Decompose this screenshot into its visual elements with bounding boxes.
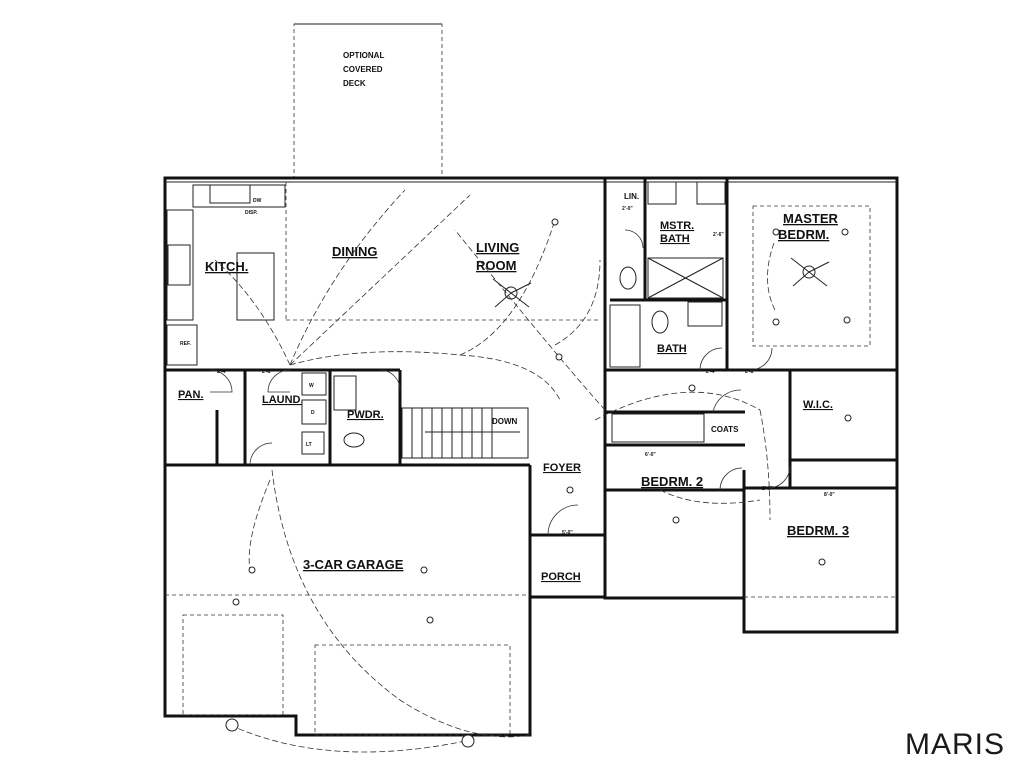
master-vanity-1 bbox=[647, 181, 677, 205]
dim-5: 6'-0" bbox=[645, 452, 656, 458]
coats-label: COATS bbox=[711, 425, 739, 434]
electrical-symbols bbox=[225, 218, 852, 748]
master-bath-label-1: MSTR. bbox=[660, 220, 694, 232]
exterior-walls bbox=[163, 176, 899, 737]
laundry-tub-label: LT bbox=[306, 442, 312, 448]
dryer bbox=[301, 399, 327, 425]
powder-vanity bbox=[333, 375, 357, 411]
dim-2: 2'-8" bbox=[262, 369, 273, 375]
dim-6: 2'-4" bbox=[706, 369, 717, 375]
refrigerator bbox=[166, 324, 198, 366]
bath-vanity bbox=[687, 301, 723, 327]
living-label-2: ROOM bbox=[476, 258, 516, 273]
dim-3: 2'-0" bbox=[622, 206, 633, 212]
foyer-label: FOYER bbox=[543, 462, 581, 474]
bathtub bbox=[609, 304, 641, 368]
deck-label-2: COVERED bbox=[343, 65, 383, 74]
electrical-wiring bbox=[214, 189, 776, 753]
bedroom2-label: BEDRM. 2 bbox=[641, 474, 703, 489]
dim-7: 2'-8" bbox=[745, 369, 756, 375]
bedroom3-label: BEDRM. 3 bbox=[787, 523, 849, 538]
dim-8: 2'-0" bbox=[762, 486, 773, 492]
bath-fixtures bbox=[333, 181, 726, 448]
master-bedroom-label-1: MASTER bbox=[783, 211, 839, 226]
stairs: DOWN bbox=[401, 407, 529, 459]
master-bedroom-label-2: BEDRM. bbox=[778, 227, 829, 242]
optional-deck: OPTIONAL COVERED DECK bbox=[293, 23, 443, 179]
master-vanity-2 bbox=[696, 181, 726, 205]
door-swings bbox=[209, 229, 791, 536]
master-bath-label-2: BATH bbox=[660, 233, 690, 245]
hall-bench bbox=[611, 413, 705, 443]
laundry-label: LAUND. bbox=[262, 394, 304, 406]
garage-label: 3-CAR GARAGE bbox=[303, 557, 404, 572]
laundry-fixtures: W D LT bbox=[301, 372, 327, 455]
dim-1: 2'-4" bbox=[217, 369, 228, 375]
bath-label: BATH bbox=[657, 343, 687, 355]
ceiling-fans bbox=[492, 257, 830, 308]
ceiling-outlines bbox=[165, 182, 897, 736]
maris-watermark: MARIS bbox=[904, 728, 1005, 761]
laundry-tub bbox=[301, 431, 325, 455]
dishwasher-label: DW bbox=[253, 198, 262, 204]
kitchen-label: KITCH. bbox=[205, 259, 248, 274]
stair-direction-label: DOWN bbox=[492, 417, 518, 426]
disposal-label: DISP. bbox=[245, 210, 258, 216]
linen-label: LIN. bbox=[624, 192, 639, 201]
kitchen-sink bbox=[209, 184, 251, 204]
deck-label-3: DECK bbox=[343, 79, 366, 88]
cooktop bbox=[167, 244, 191, 286]
living-label-1: LIVING bbox=[476, 240, 519, 255]
washer bbox=[301, 372, 327, 396]
dimension-notes: 2'-4" 2'-8" 2'-0" 2'-6" 6'-0" 2'-4" 2'-8… bbox=[217, 206, 835, 536]
wic-label: W.I.C. bbox=[803, 399, 833, 411]
kitchen-island bbox=[236, 252, 275, 321]
refrigerator-label: REF. bbox=[180, 341, 191, 347]
living-ceiling-fan bbox=[492, 278, 532, 308]
pantry-label: PAN. bbox=[178, 389, 203, 401]
dryer-label: D bbox=[311, 410, 315, 416]
powder-toilet bbox=[343, 432, 365, 448]
dim-9: 8'-0" bbox=[824, 492, 835, 498]
dim-4: 2'-6" bbox=[713, 232, 724, 238]
bath-toilet bbox=[651, 310, 669, 334]
dim-10: 5'-0" bbox=[562, 530, 573, 536]
dining-label: DINING bbox=[332, 244, 378, 259]
deck-label-1: OPTIONAL bbox=[343, 51, 384, 60]
powder-label: PWDR. bbox=[347, 409, 384, 421]
kitchen-fixtures: DW DISP. REF. KITCH. bbox=[166, 184, 286, 366]
porch-label: PORCH bbox=[541, 571, 581, 583]
washer-label: W bbox=[309, 383, 314, 389]
room-labels: DINING LIVING ROOM LIN. MSTR. BATH MASTE… bbox=[178, 192, 849, 583]
master-ceiling-fan bbox=[790, 257, 830, 287]
master-toilet bbox=[619, 266, 637, 290]
